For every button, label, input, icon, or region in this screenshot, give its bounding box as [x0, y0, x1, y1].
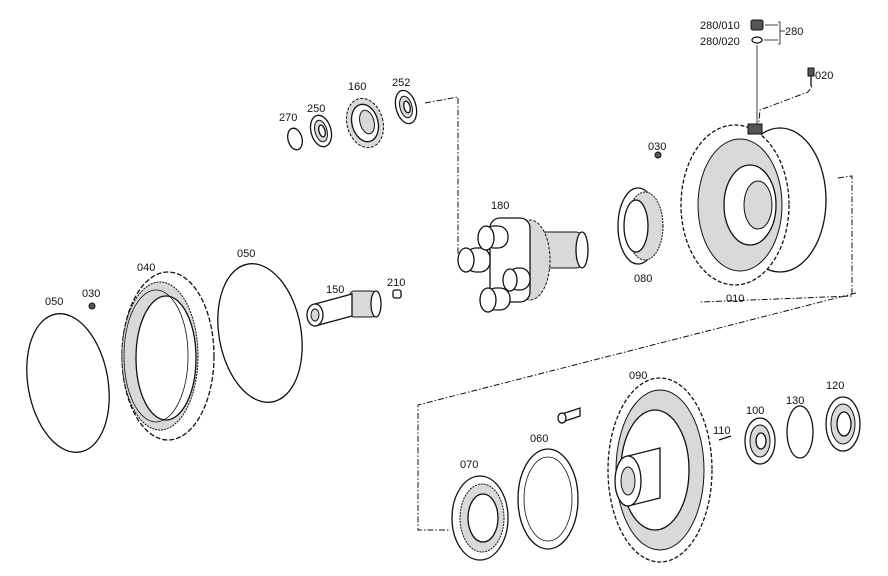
label-090: 090 — [629, 370, 647, 382]
label-050-left: 050 — [45, 296, 63, 308]
part-040-ring-gear — [121, 271, 215, 441]
part-180-planet-carrier — [457, 217, 589, 313]
part-210-pin — [392, 289, 402, 299]
part-110-pin — [718, 435, 732, 441]
part-120-cover — [825, 396, 861, 452]
label-150: 150 — [326, 284, 344, 296]
label-030-lower: 030 — [82, 288, 100, 300]
label-180: 180 — [491, 200, 509, 212]
part-010-housing — [680, 123, 827, 286]
part-252-bearing — [394, 89, 418, 125]
label-270: 270 — [279, 112, 297, 124]
label-050-middle: 050 — [237, 248, 255, 260]
label-280: 280 — [785, 26, 803, 38]
label-280-020: 280/020 — [700, 36, 740, 48]
part-070-bearing — [451, 475, 509, 561]
part-020-screw — [807, 67, 815, 86]
label-110: 110 — [713, 425, 731, 437]
label-210: 210 — [387, 277, 405, 289]
guide-line-housing — [699, 175, 853, 303]
guide-line-right — [757, 85, 813, 131]
part-030-plug-lower — [88, 302, 96, 310]
label-120: 120 — [826, 380, 844, 392]
part-090-hub — [607, 377, 713, 563]
part-280-breather — [750, 19, 764, 128]
part-270-ring — [287, 127, 303, 151]
part-080-bearing — [617, 187, 664, 265]
part-050-oring-left — [26, 313, 110, 453]
label-160: 160 — [348, 81, 366, 93]
label-130: 130 — [786, 395, 804, 407]
part-050-oring-middle — [217, 263, 303, 403]
guide-line-lower — [417, 292, 857, 531]
label-010: 010 — [726, 293, 744, 305]
label-100: 100 — [746, 405, 764, 417]
label-250: 250 — [307, 103, 325, 115]
part-160-planet-gear — [345, 97, 385, 149]
part-150-sun-shaft — [306, 290, 382, 327]
part-250-bearing — [309, 114, 333, 148]
label-060: 060 — [530, 433, 548, 445]
part-100-nut — [744, 417, 776, 465]
label-070: 070 — [460, 459, 478, 471]
label-030-upper: 030 — [648, 141, 666, 153]
part-030-plug-upper — [654, 151, 662, 159]
guide-line-upper — [424, 96, 459, 255]
part-130-snap-ring — [786, 405, 814, 459]
label-252: 252 — [392, 77, 410, 89]
label-020: 020 — [815, 70, 833, 82]
label-280-010: 280/010 — [700, 20, 740, 32]
part-060-seal — [517, 448, 579, 550]
label-040: 040 — [137, 262, 155, 274]
part-wheel-stud — [557, 407, 581, 424]
label-080: 080 — [634, 273, 652, 285]
